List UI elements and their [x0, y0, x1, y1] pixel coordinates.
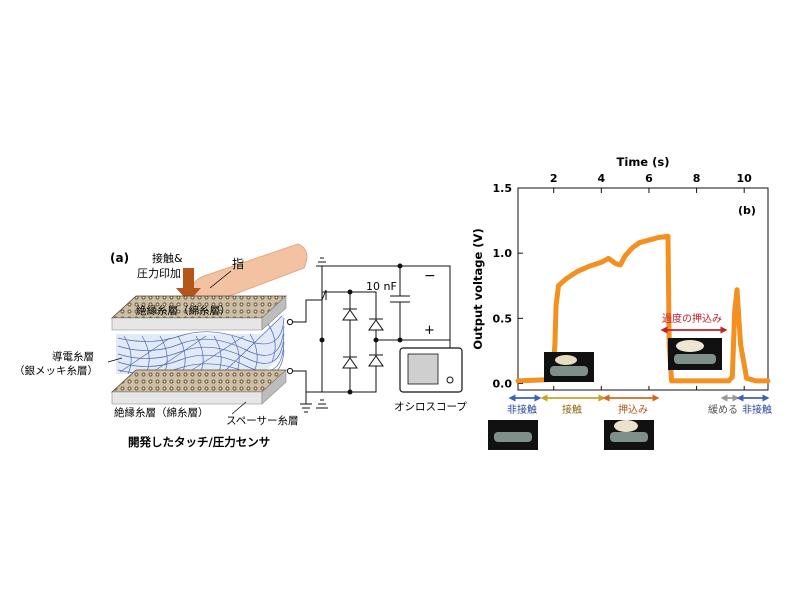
bottom-layer-surface: [110, 369, 288, 393]
y-axis-label: Output voltage (V): [471, 228, 485, 349]
bottom-layer-side: [261, 369, 287, 405]
panel-a: (a) 指 接触& 圧力印加 絶縁糸層（綿糸層）: [14, 243, 467, 449]
x-tick-label: 6: [645, 172, 653, 185]
phase-contact: 接触: [562, 403, 582, 416]
capacitor-label: 10 nF: [366, 280, 397, 293]
bottom-layer-label: 絶縁糸層（綿糸層）: [114, 406, 209, 419]
phase-press: 押込み: [618, 403, 648, 416]
oscilloscope-icon: [399, 347, 463, 393]
panel-b-label: (b): [738, 204, 756, 217]
phase-release: 緩める: [708, 403, 738, 416]
oscilloscope-label: オシロスコープ: [394, 401, 467, 413]
finger-shape: [192, 243, 308, 303]
phase-non-contact-2: 非接触: [742, 403, 772, 416]
conductive-leader: [107, 357, 123, 363]
press-arrow-shaft: [183, 268, 194, 290]
minus-label: −: [424, 268, 436, 284]
top-layer-label: 絶縁糸層（綿糸層）: [136, 304, 231, 317]
x-axis-label: Time (s): [617, 155, 670, 169]
bottom-terminal: [286, 367, 294, 375]
phase-excessive-press: 過度の押込み: [662, 312, 722, 325]
y-tick-label: 1.0: [493, 247, 513, 260]
press-label-2: 圧力印加: [137, 267, 181, 280]
top-terminal: [286, 318, 294, 326]
y-tick-label: 1.5: [493, 182, 513, 195]
x-tick-label: 4: [598, 172, 606, 185]
x-tick-label: 8: [693, 172, 701, 185]
conductive-label-1: 導電糸層: [52, 350, 94, 363]
photo-excessive-press: [668, 338, 722, 370]
chart-plot: 2 4 6 8 10 0.0 0.5 1.0 1.5 Time (s) Output voltage…: [471, 155, 771, 391]
spacer-label: スペーサー糸層: [226, 415, 299, 427]
plot-frame: [517, 187, 769, 391]
photo-non-contact: [488, 420, 538, 450]
plus-label: +: [424, 323, 435, 338]
x-tick-label: 2: [550, 172, 558, 185]
finger-leader: [209, 270, 232, 289]
press-label-1: 接触&: [152, 251, 183, 265]
y-tick-label: 0.0: [493, 377, 513, 390]
bottom-layer-front: [111, 391, 263, 405]
photo-contact: [544, 352, 594, 382]
voltage-trace: [515, 233, 771, 384]
conductive-label-2: （銀メッキ糸層）: [14, 364, 98, 377]
press-arrow-icon: [176, 288, 201, 302]
panel-a-label: (a): [110, 251, 129, 265]
sensor-caption: 開発したタッチ/圧力センサ: [128, 435, 270, 449]
photo-press: [604, 420, 654, 450]
spacer-leader: [231, 401, 247, 415]
top-layer-front: [111, 317, 263, 331]
x-tick-label: 10: [737, 172, 753, 185]
phase-non-contact-1: 非接触: [507, 403, 537, 416]
panel-b: 2 4 6 8 10 0.0 0.5 1.0 1.5 Time (s) Output voltage…: [471, 155, 772, 450]
top-layer-side: [261, 295, 287, 331]
finger-label: 指: [232, 256, 244, 271]
y-tick-label: 0.5: [493, 312, 513, 325]
